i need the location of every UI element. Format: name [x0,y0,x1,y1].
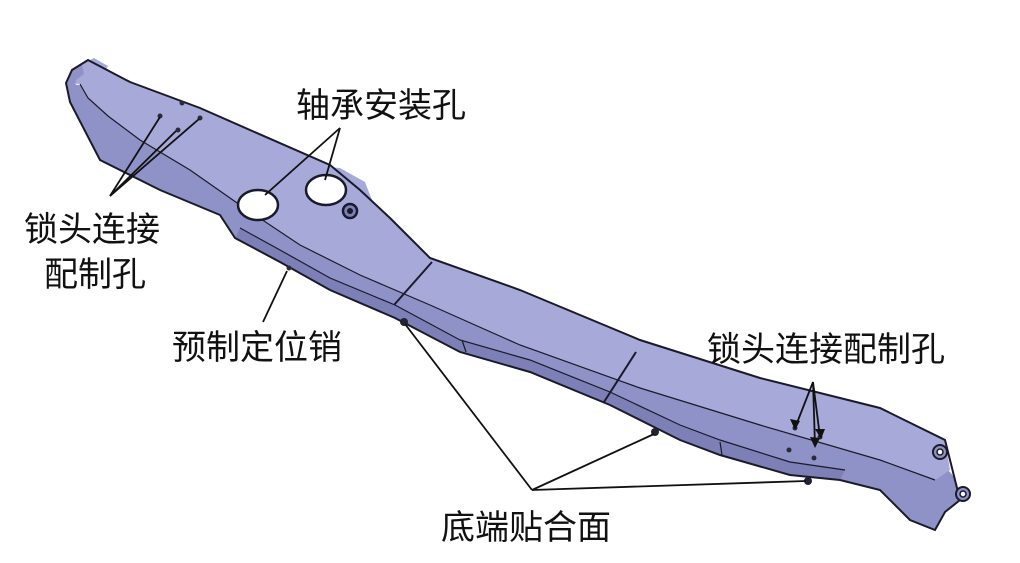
leader-bottom-2 [531,433,655,491]
lock-hole-left-d [175,127,181,133]
seam-2 [603,351,637,403]
beam-top-face [66,60,950,480]
lock-hole-left-a [179,100,185,106]
label-bearing-hole: 轴承安装孔 [296,86,466,126]
arrowhead-right-1 [790,419,800,430]
beam-lower-edge-line [239,227,846,471]
leader-bottom-3 [531,480,807,491]
right-lug-bottom-hole [959,490,967,498]
leader-lock-right-3 [812,381,821,438]
locating-pin [286,265,292,271]
left-hook-top [82,58,108,82]
beam-outline-top [64,58,962,532]
leader-bearing-right [324,127,341,181]
bearing-hole-left [236,188,280,222]
seam-3 [461,339,467,353]
leader-lock-left-3 [109,118,200,197]
leader-bottom-1 [404,323,533,491]
lock-hole-right-d [811,455,817,461]
label-locating-pin: 预制定位销 [172,328,342,368]
label-lock-hole-left-line1: 锁头连接 [24,210,160,250]
leader-lock-right-1 [794,381,814,429]
arrowhead-right-2 [810,437,820,448]
small-boss-inner [347,208,353,214]
label-bottom-surface: 底端贴合面 [441,508,611,548]
arrowheads [790,419,825,448]
leader-lock-left-2 [109,130,177,197]
label-lock-hole-right: 锁头连接配制孔 [707,330,945,370]
beam-top-edge-line [79,83,936,481]
seam-1 [393,261,433,306]
seam-4 [719,441,723,456]
lock-hole-right-c [786,447,792,453]
leader-pin [262,270,288,323]
bottom-surface-dot-1 [400,318,408,326]
leader-lock-right-2 [812,381,816,447]
leader-lock-left-1 [109,116,161,197]
leader-bearing-left [264,127,341,196]
leader-lines [109,116,821,491]
arrowhead-right-3 [815,429,825,439]
bottom-surface-dot-3 [804,477,812,485]
label-lock-hole-left-line2: 配制孔 [44,255,146,295]
lock-hole-left-c [157,113,163,119]
right-lug-top-hole [936,448,944,456]
